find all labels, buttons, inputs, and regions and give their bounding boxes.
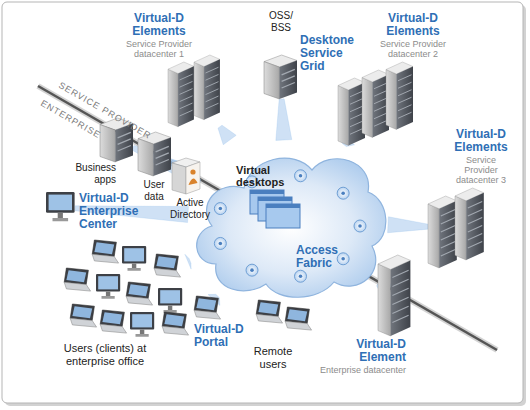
server-rack — [168, 62, 194, 127]
window-titlebar — [266, 204, 300, 208]
server-rack — [455, 188, 484, 260]
boundary-line — [38, 86, 497, 350]
management-console: Virtual-D Enterprise Center — [46, 192, 75, 223]
node-subtitle: Access Fabric — [296, 244, 356, 270]
beam-group — [388, 217, 429, 233]
grid-label: Desktone Service Grid — [300, 34, 358, 73]
node-subtitle: Service Provider datacenter 2 — [372, 39, 454, 59]
fabric-node — [295, 170, 307, 182]
node-heading: Virtual-D Portal — [194, 323, 254, 349]
server-tower — [264, 55, 297, 99]
datacenter-servers: Virtual-D ElementsService Provider datac… — [168, 55, 220, 127]
fabric-node-core — [219, 242, 223, 246]
light-beam — [276, 99, 292, 141]
monitor-icon — [46, 192, 75, 221]
portal-client: Virtual-D Portal — [192, 296, 221, 320]
node-heading: Virtual-D Element — [318, 338, 406, 364]
beam-group — [276, 99, 292, 141]
client-group: Users (clients) at enterprise office — [60, 238, 190, 338]
monitor-icon — [158, 288, 182, 313]
laptop-icon — [194, 296, 220, 319]
directory-server — [172, 158, 200, 194]
fabric-node-core — [299, 174, 303, 178]
monitor-icon — [122, 246, 146, 271]
node-heading: Virtual-D Elements — [372, 12, 454, 38]
light-beam — [218, 125, 236, 145]
monitor-icon — [130, 312, 154, 337]
app-server: Business apps — [100, 118, 133, 162]
laptop-icon — [285, 307, 311, 330]
datacenter-servers: Virtual-D ElementEnterprise datacenter — [378, 255, 411, 336]
node-heading: Virtual-D Elements — [438, 128, 524, 154]
boundary-shadow — [38, 86, 497, 350]
light-beam — [185, 254, 191, 269]
laptop-icon — [256, 300, 282, 323]
laptop-icon — [70, 304, 96, 327]
node-subtitle: Enterprise datacenter — [318, 365, 406, 375]
light-beam — [388, 217, 429, 233]
node-subtitle: Service Provider datacenter 1 — [113, 39, 205, 59]
fabric-node-core — [219, 207, 223, 211]
fabric-node — [337, 187, 349, 199]
fabric-node-core — [341, 191, 345, 195]
remote-clients: Remote users — [254, 300, 312, 331]
fabric-node — [295, 270, 307, 282]
window-body — [266, 204, 300, 228]
server-rack — [428, 196, 457, 268]
region-label: SERVICE PROVIDER — [57, 80, 153, 142]
server-rack — [386, 62, 413, 130]
fabric-node — [246, 264, 258, 276]
fabric-node — [214, 203, 226, 215]
window-titlebar — [258, 197, 292, 201]
fabric-node — [337, 253, 349, 265]
server-rack — [362, 70, 389, 138]
node-heading: OSS/ BSS — [262, 10, 300, 34]
fabric-node-core — [299, 274, 303, 278]
beam-group — [185, 254, 191, 269]
fabric-node — [354, 220, 366, 232]
node-heading: Remote users — [243, 345, 303, 371]
desktop-window — [266, 204, 300, 228]
node-heading: Virtual desktops — [236, 164, 300, 188]
desktop-cloud: Virtual desktopsAccess Fabric — [188, 140, 388, 300]
laptop-icon — [162, 312, 188, 335]
node-heading: Business apps — [66, 162, 116, 186]
laptop-icon — [100, 310, 126, 333]
laptop-icon — [64, 268, 90, 291]
data-server: User data — [138, 132, 171, 176]
node-subtitle: Service Provider datacenter 3 — [450, 155, 512, 185]
server-rack — [338, 78, 365, 146]
datacenter-servers: Virtual-D ElementsService Provider datac… — [428, 188, 484, 268]
node-heading: Active Directory — [166, 197, 214, 221]
node-heading: Virtual-D Enterprise Center — [79, 192, 151, 231]
directory-server: Active Directory — [172, 158, 200, 194]
fabric-node-core — [341, 257, 345, 261]
laptop-icon — [126, 282, 152, 305]
cloud-outline — [188, 140, 388, 300]
laptop-icon — [92, 240, 118, 263]
fabric-node-core — [250, 268, 254, 272]
monitor-icon — [96, 274, 120, 299]
server-rack — [194, 55, 220, 120]
fabric-node-core — [358, 224, 362, 228]
oss-bss-server: OSS/ BSS — [264, 55, 297, 99]
beam-group — [218, 125, 236, 145]
node-heading: User data — [136, 179, 172, 203]
server-rack — [378, 255, 410, 336]
laptop-icon — [154, 254, 180, 277]
node-heading: Virtual-D Elements — [113, 12, 205, 38]
cloud-shape — [197, 158, 386, 297]
frame — [2, 2, 523, 403]
fabric-node — [214, 237, 226, 249]
window-titlebar — [250, 190, 284, 194]
datacenter-servers: Virtual-D ElementsService Provider datac… — [338, 62, 413, 145]
node-heading: Users (clients) at enterprise office — [62, 342, 148, 368]
